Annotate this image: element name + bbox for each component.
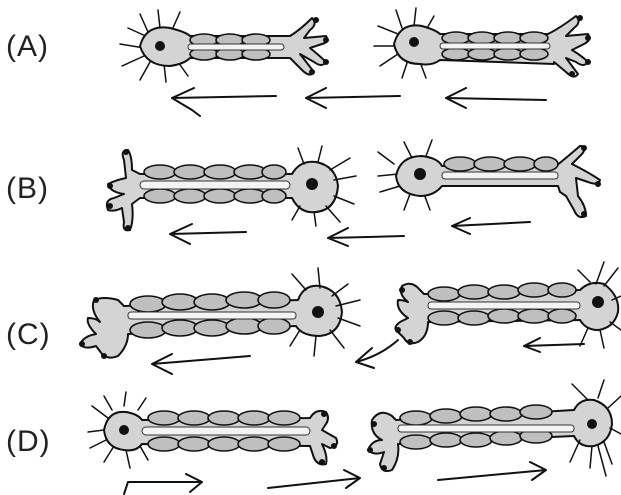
option-c-neuron-1-icon: [79, 268, 360, 359]
option-a-neuron-1-icon: [120, 10, 329, 82]
option-c-neuron-2-icon: [395, 262, 621, 348]
arrow-left-icon: [170, 224, 246, 244]
option-d-neuron-2-icon: [367, 380, 621, 476]
arrow-right-icon: [438, 462, 546, 480]
option-d-arrows: [124, 462, 546, 494]
arrow-right-icon: [268, 470, 360, 488]
arrow-left-icon: [306, 88, 400, 108]
option-b-arrows: [170, 218, 530, 246]
arrow-left-icon: [524, 338, 584, 352]
option-d-neuron-1-icon: [88, 392, 337, 468]
option-c-arrows: [152, 338, 584, 374]
arrow-right-icon: [124, 474, 202, 494]
arrow-left-icon: [328, 228, 404, 246]
option-a-neuron-2-icon: [374, 8, 591, 78]
arrow-left-icon: [172, 88, 276, 116]
arrow-left-icon: [452, 218, 530, 234]
arrow-left-icon: [152, 354, 250, 374]
arrow-left-icon: [446, 88, 546, 108]
option-b-neuron-1-icon: [107, 146, 356, 231]
arrow-left-icon: [356, 340, 398, 368]
option-b-neuron-2-icon: [378, 140, 601, 217]
option-a-arrows: [172, 88, 546, 116]
